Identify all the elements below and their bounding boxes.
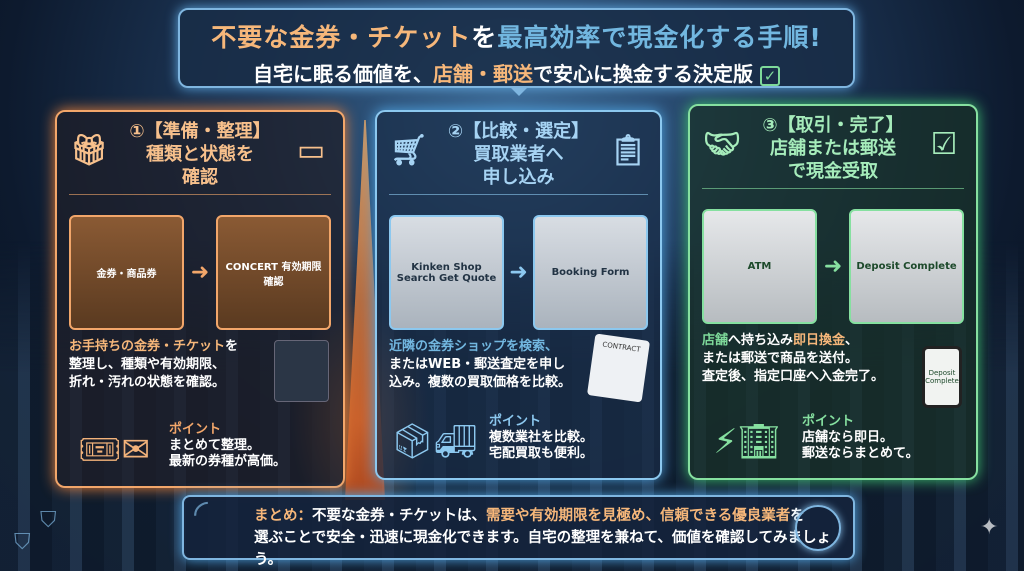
divider — [389, 194, 648, 195]
step-1-panel: 🎁︎ ①【準備・整理】 種類と状態を 確認 ▭ 金券・商品券 ➜ CONCERT… — [55, 110, 345, 488]
step-description: 近隣の金券ショップを検索、 またはWEB・郵送査定を申し 込み。複数の買取価格を… — [389, 339, 572, 390]
contract-papers-image: CONTRACT — [586, 333, 651, 403]
handshake-icon: 🤝︎ — [702, 127, 742, 162]
point-section: 📦︎🚚︎ ポイント複数業社を比較。宅配買取も便利。 — [390, 414, 594, 462]
check-box-icon: ✓ — [759, 65, 780, 86]
divider — [69, 194, 331, 195]
card-icon: ▭ — [296, 133, 326, 168]
point-section: ⚡︎🏢︎ ポイント店舗なら即日。郵送ならまとめて。 — [702, 414, 918, 462]
deposit-complete-photo: Deposit Complete — [849, 209, 964, 324]
phone-booking-photo: Booking Form — [533, 215, 648, 330]
title-banner: 不要な金券・チケットを最高効率で現金化する手順! 自宅に眠る価値を、店舗・郵送で… — [178, 8, 855, 96]
phone-deposit-image: Deposit Complete — [922, 346, 962, 408]
page-title: 不要な金券・チケットを最高効率で現金化する手順! — [211, 23, 822, 52]
page-subtitle: 自宅に眠る価値を、店舗・郵送で安心に換金する決定版 ✓ — [180, 58, 853, 87]
summary-box: ◜ まとめ：不要な金券・チケットは、需要や有効期限を見極め、信頼できる優良業者を… — [182, 493, 855, 568]
point-section: 🎟︎✉ ポイントまとめて整理。最新の券種が高価。 — [69, 422, 286, 470]
network-icon — [795, 505, 841, 551]
shield-icon: ⛉ — [40, 508, 57, 533]
divider — [702, 188, 964, 189]
step-2-panel: 🛒︎ ②【比較・選定】 買取業者へ 申し込み 📋︎ Kinken Shop Se… — [375, 110, 662, 480]
shield-icon: ⛉ — [14, 530, 31, 555]
step-description: お手持ちの金券・チケットを 整理し、種類や有効期限、 折れ・汚れの状態を確認。 — [69, 339, 239, 390]
arrow-right-icon: ➜ — [823, 254, 843, 279]
ticket-album-image — [274, 340, 329, 402]
laptop-search-photo: Kinken Shop Search Get Quote — [389, 215, 504, 330]
cart-icon: 🛒︎ — [389, 133, 429, 168]
arrow-right-icon: ➜ — [190, 260, 210, 285]
step-description: 店舗へ持ち込み即日換金、 または郵送で商品を送付。 査定後、指定口座へ入金完了。 — [702, 333, 885, 384]
clipboard-check-icon: 📋︎ — [608, 133, 648, 168]
tickets-icon: 🎟︎✉ — [78, 430, 150, 470]
box-truck-icon: 📦︎🚚︎ — [390, 422, 478, 462]
lightning-building-icon: ⚡︎🏢︎ — [713, 422, 781, 462]
contract-icon: ☑ — [930, 127, 958, 162]
vouchers-photo: 金券・商品券 — [69, 215, 184, 330]
concert-tickets-photo: CONCERT 有効期限確認 — [216, 215, 331, 330]
japan-map-icon: ◜ — [194, 493, 208, 534]
step-title: 🤝︎ ③【取引・完了】 店舗または郵送 で現金受取 ☑ — [690, 106, 976, 188]
arrow-right-icon: ➜ — [509, 260, 528, 285]
gift-icon: 🎁︎ — [69, 133, 109, 168]
step-title: 🎁︎ ①【準備・整理】 種類と状態を 確認 ▭ — [57, 112, 343, 194]
atm-photo: ATM — [702, 209, 817, 324]
sparkle-icon: ✦ — [980, 515, 999, 540]
step-title: 🛒︎ ②【比較・選定】 買取業者へ 申し込み 📋︎ — [389, 121, 648, 188]
step-3-panel: 🤝︎ ③【取引・完了】 店舗または郵送 で現金受取 ☑ ATM ➜ Deposi… — [688, 104, 978, 480]
